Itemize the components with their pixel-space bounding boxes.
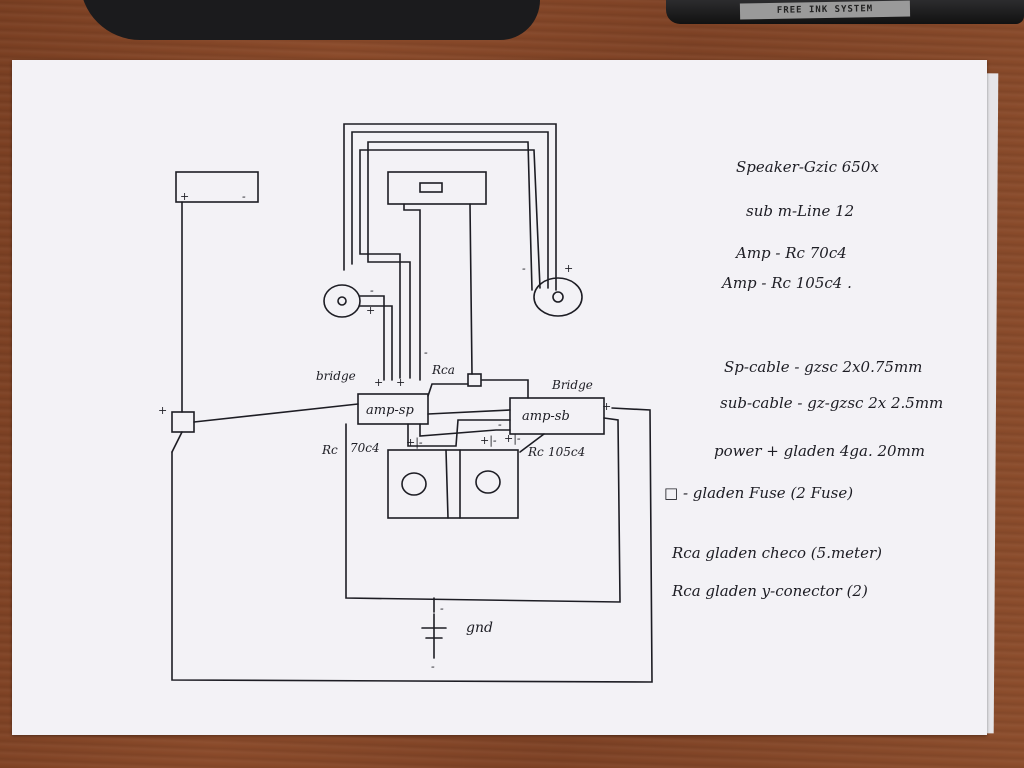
note-amp-2: Amp - Rc 105c4 . (720, 274, 852, 292)
label-gnd: gnd (466, 620, 493, 636)
fuse-to-loop-wire (171, 431, 183, 453)
black-object (80, 0, 540, 40)
label-rc70-model: 70c4 (350, 441, 380, 455)
note-fuse: □ - gladen Fuse (2 Fuse) (664, 484, 853, 502)
right-speaker-center (552, 291, 564, 303)
left-speaker (323, 284, 361, 318)
top-wire-inner (351, 131, 549, 289)
left-speaker-center (337, 296, 347, 306)
right-speaker (533, 277, 583, 317)
label-bridge-left: bridge (316, 369, 356, 383)
note-power: power + gladen 4ga. 20mm (714, 442, 925, 460)
speaker-right-minus: - (522, 262, 526, 275)
battery-minus: - (242, 190, 246, 203)
amp-sb-box (509, 397, 605, 435)
rca-to-amp-sp (427, 383, 469, 397)
amp-sb-plus: + (602, 400, 611, 413)
label-bridge-right: Bridge (551, 378, 593, 392)
head-unit-slot (419, 182, 443, 193)
gnd-minus-top: - (440, 602, 444, 615)
amp-sp-box (357, 393, 429, 425)
note-sub: sub m-Line 12 (746, 202, 854, 220)
subwoofer-right (475, 470, 501, 494)
amp-link-3 (407, 419, 511, 447)
note-amp-1: Amp - Rc 70c4 (734, 244, 847, 262)
rca-connector (467, 373, 482, 387)
sub-terminals-2: +|- (480, 434, 497, 448)
speaker-left-minus: - (370, 284, 374, 297)
left-speaker-wire-1 (359, 295, 385, 381)
fuse-box (171, 411, 195, 433)
battery-plus: + (180, 190, 189, 203)
rca-to-amp-sb (481, 379, 529, 399)
sub-terminals-1: +|- (406, 436, 423, 450)
subwoofer-left (401, 472, 427, 496)
gnd-minus-bottom: - (431, 660, 435, 673)
label-rc-left: Rc (321, 443, 338, 457)
label-rca: Rca (431, 363, 455, 377)
power-loop-wire (171, 407, 653, 683)
note-rca-1: Rca gladen checo (5.meter) (671, 544, 882, 562)
amp-sp-plus-2: + (396, 376, 405, 389)
speaker-right-plus: + (564, 262, 573, 275)
note-speaker: Speaker-Gzic 650x (736, 158, 879, 176)
paper-sheet (12, 60, 987, 735)
amp-sp-plus-1: + (374, 376, 383, 389)
note-sub-cable: sub-cable - gz-gzsc 2x 2.5mm (720, 394, 943, 412)
left-speaker-wire-2 (359, 305, 393, 381)
speaker-left-plus: + (366, 304, 375, 317)
battery-box (175, 171, 259, 203)
label-amp-sb: amp-sb (522, 409, 570, 424)
rca-wire (469, 203, 473, 375)
fuse-to-amp-wire (193, 403, 359, 423)
head-unit-box (387, 171, 487, 205)
amp-link-2 (419, 423, 511, 437)
note-sp-cable: Sp-cable - gzsc 2x0.75mm (724, 358, 922, 376)
speaker-right-wire-1 (359, 149, 541, 379)
ground-loop-wire (345, 417, 621, 603)
top-wire-outer (343, 123, 557, 291)
sub-terminals-3: +|- (504, 432, 521, 446)
sub-amp-to-box-wire (519, 433, 545, 453)
head-unit-wire (403, 203, 421, 381)
note-rca-2: Rca gladen y-conector (2) (671, 582, 868, 600)
amp-sp-minus: - (424, 346, 428, 359)
amp-link-1 (427, 409, 511, 415)
amp-sb-minus: - (498, 418, 502, 431)
speaker-right-wire-2 (367, 141, 533, 379)
notes-list: Speaker-Gzic 650x sub m-Line 12 Amp - Rc… (664, 158, 943, 600)
label-rc105-model: 105c4 (548, 445, 585, 459)
label-amp-sp: amp-sp (366, 403, 414, 418)
sub-box (387, 449, 519, 519)
label-rc-right: Rc (527, 445, 544, 459)
sub-box-divider (445, 449, 449, 519)
fuse-plus: + (158, 404, 167, 417)
